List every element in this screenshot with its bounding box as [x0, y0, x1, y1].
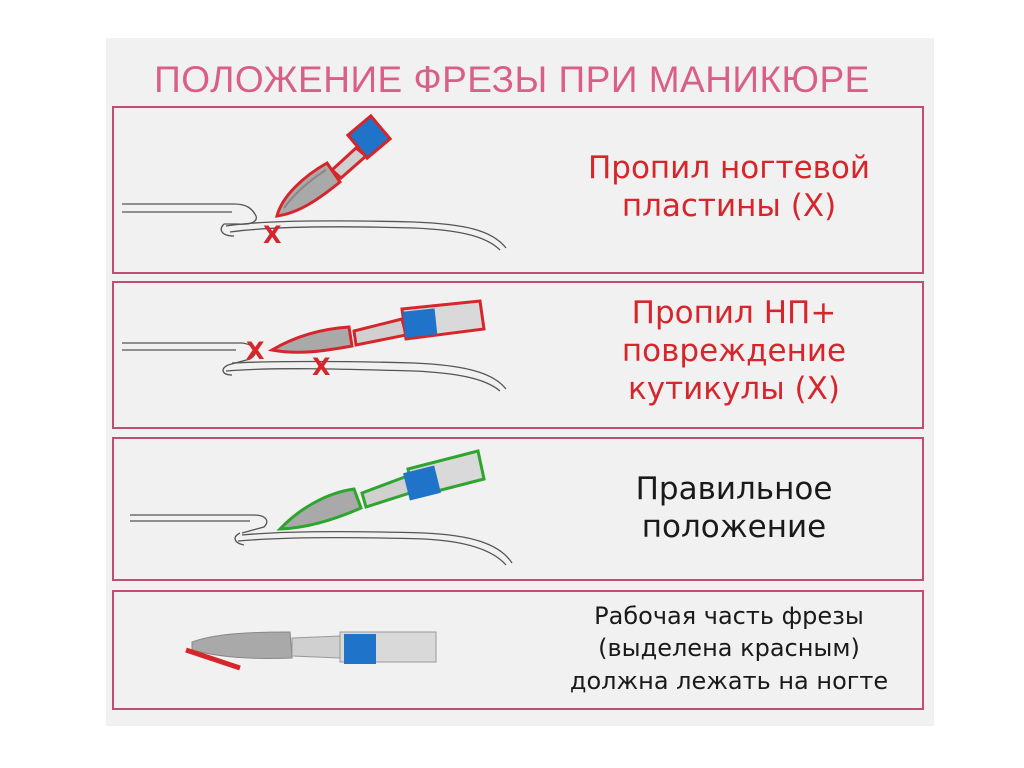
caption-3-line-1: Правильное: [635, 471, 833, 507]
caption-1-line-1: Пропил ногтевой: [587, 150, 871, 186]
panel-nail-plate-cut: X Пропил ногтевой пластины (X): [112, 106, 924, 274]
diagram-title: ПОЛОЖЕНИЕ ФРЕЗЫ ПРИ МАНИКЮРЕ: [154, 59, 870, 100]
caption-4-line-1: Рабочая часть фрезы: [594, 602, 864, 630]
panel-working-part: Рабочая часть фрезы (выделена красным) д…: [112, 590, 924, 710]
illustration-working-part: [185, 631, 437, 671]
drill-bit-wrong-1: [275, 113, 393, 218]
working-edge-highlight: [185, 647, 241, 671]
drill-bit-wrong-2: [267, 299, 486, 354]
caption-1: Пропил ногтевой пластины (X): [559, 150, 899, 226]
drill-bit-horizontal: [185, 631, 437, 671]
illustration-nail-plate-cut: X: [122, 113, 507, 251]
panel-correct-position: Правильное положение: [112, 437, 924, 581]
mark-x-2: X: [312, 353, 331, 381]
illustration-correct-position: [130, 449, 513, 566]
caption-1-line-2: пластины (X): [621, 187, 837, 224]
caption-2: Пропил НП+ повреждение кутикулы (X): [584, 295, 884, 408]
finger-sketch: [122, 342, 507, 392]
caption-4: Рабочая часть фрезы (выделена красным) д…: [549, 600, 909, 697]
panel-cuticle-damage: X X Пропил НП+ повреждение кутикулы (X): [112, 281, 924, 429]
mark-x: X: [263, 221, 282, 249]
caption-4-line-3: должна лежать на ногте: [569, 666, 889, 695]
caption-2-line-1: Пропил НП+: [631, 295, 837, 331]
finger-sketch: [122, 203, 507, 251]
drill-bit-correct: [276, 449, 486, 531]
finger-sketch: [130, 514, 513, 566]
caption-3: Правильное положение: [604, 471, 864, 547]
caption-2-line-2: повреждение: [621, 332, 847, 369]
caption-2-line-3: кутикулы (X): [628, 370, 840, 407]
caption-4-line-2: (выделена красным): [598, 634, 860, 663]
mark-x-1: X: [246, 337, 265, 365]
illustration-cuticle-damage: X X: [122, 299, 507, 392]
caption-3-line-2: положение: [641, 508, 827, 545]
